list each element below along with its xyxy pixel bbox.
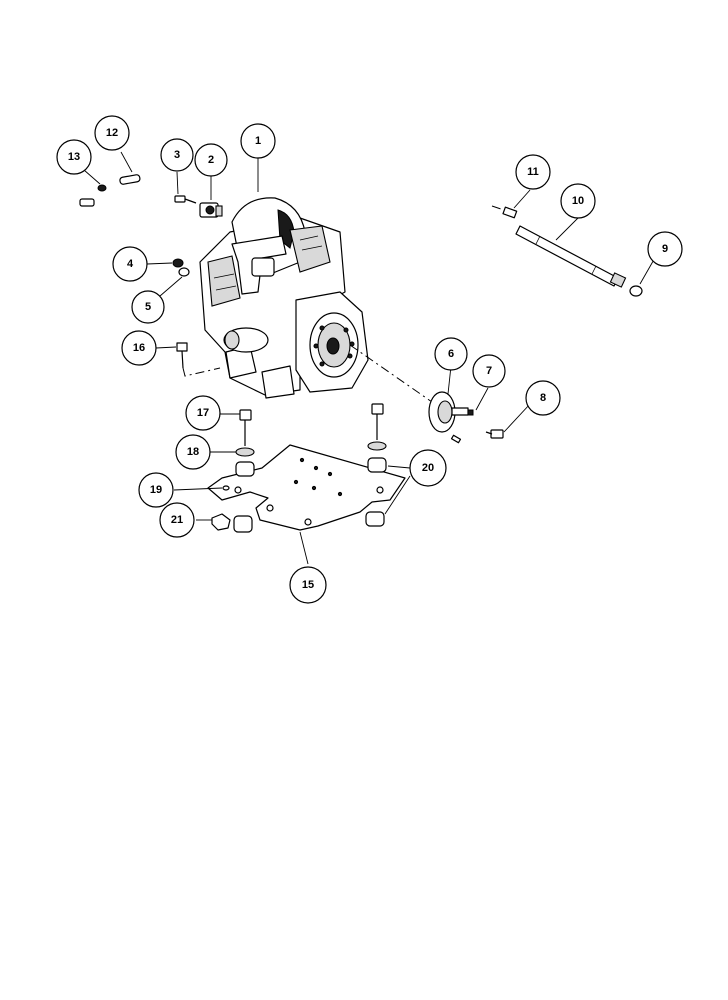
part-16-bolt [176,342,221,377]
callout-13: 13 [56,139,92,175]
callout-3: 3 [160,138,194,172]
part-4-nut [172,258,184,268]
part-20-bolt [365,403,387,527]
part-21-nut [211,513,253,533]
part-3-screw [174,195,197,204]
fuel-pipe-assembly [491,205,643,297]
svg-text:6: 6 [448,348,454,360]
callout-8: 8 [525,380,561,416]
coupling-assembly [349,344,504,444]
svg-text:13: 13 [68,151,80,163]
callout-5: 5 [131,290,165,324]
svg-text:9: 9 [662,243,668,255]
callout-10: 10 [560,183,596,219]
callout-17: 17 [185,395,221,431]
part-7-key [450,409,474,444]
svg-text:20: 20 [422,462,434,474]
leader-lines [83,151,657,565]
part-12-pin [119,174,141,185]
svg-text:12: 12 [106,127,118,139]
svg-text:15: 15 [302,579,314,591]
callout-2: 2 [194,143,228,177]
part-5-washer [178,267,190,277]
svg-text:4: 4 [127,258,134,270]
callout-20: 20 [409,449,447,487]
svg-text:8: 8 [540,392,546,404]
svg-text:16: 16 [133,342,145,354]
callout-7: 7 [472,354,506,388]
svg-text:5: 5 [145,301,151,313]
callout-11: 11 [515,154,551,190]
svg-text:10: 10 [572,195,584,207]
mounting-plate [207,444,406,531]
svg-text:17: 17 [197,407,209,419]
callout-18: 18 [175,434,211,470]
svg-text:1: 1 [255,135,261,147]
svg-text:7: 7 [486,365,492,377]
callout-19: 19 [138,472,174,508]
svg-text:3: 3 [174,149,180,161]
callout-15: 15 [289,566,327,604]
svg-text:19: 19 [150,484,162,496]
svg-text:2: 2 [208,154,214,166]
callout-12: 12 [94,115,130,151]
svg-text:11: 11 [527,166,539,178]
svg-text:18: 18 [187,446,199,458]
callout-9: 9 [647,231,683,267]
callout-1: 1 [240,123,276,159]
callout-16: 16 [121,330,157,366]
svg-text:21: 21 [171,514,183,526]
callout-6: 6 [434,337,468,371]
part-8-bolt [485,429,504,439]
part-13-plug [79,184,107,207]
part-2-connector [199,202,223,218]
callout-4: 4 [112,246,148,282]
engine-assembly [199,197,369,399]
callout-21: 21 [159,502,195,538]
part-17-bolt [222,409,255,491]
